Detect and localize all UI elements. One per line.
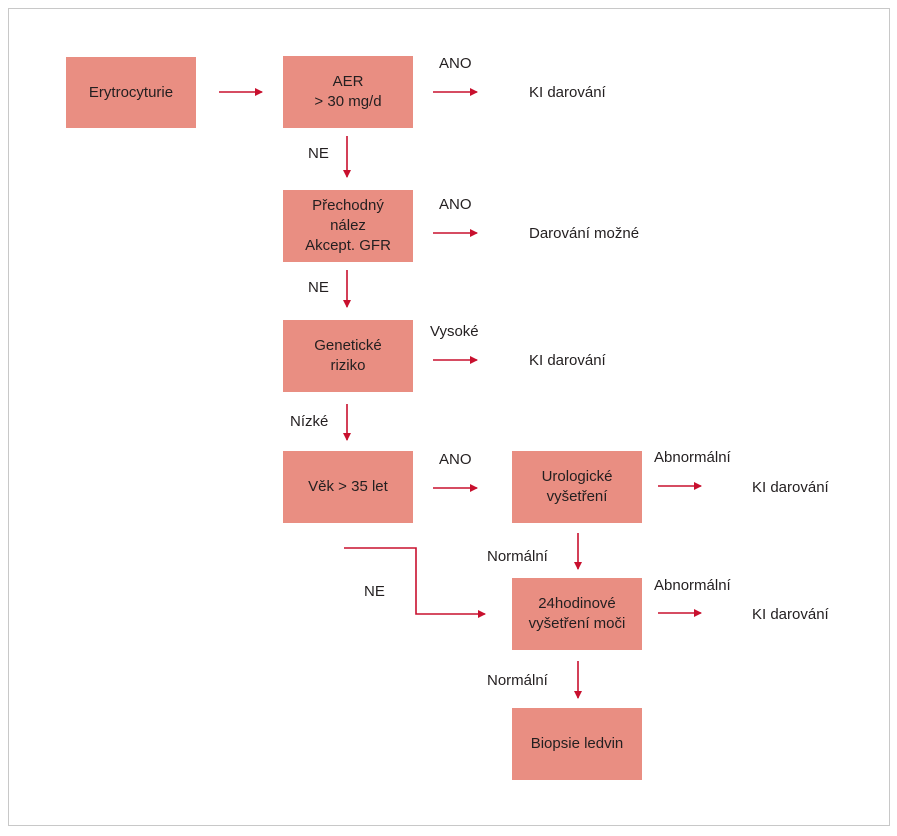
edge-label-ne: NE — [308, 145, 329, 162]
edge-label-normalni: Normální — [487, 548, 548, 565]
edge-label-ne: NE — [364, 583, 385, 600]
node-biopsie-ledvin: Biopsie ledvin — [512, 708, 642, 780]
edge-label-ano: ANO — [439, 451, 472, 468]
node-aer: AER > 30 mg/d — [283, 56, 413, 128]
outcome-kl-darovani: KI darování — [529, 352, 606, 369]
node-prechodny-nalez: Přechodný nález Akcept. GFR — [283, 190, 413, 262]
outcome-kl-darovani: KI darování — [529, 84, 606, 101]
edge-label-abnormalni: Abnormální — [654, 449, 731, 466]
node-geneticke-riziko: Genetické riziko — [283, 320, 413, 392]
edge-label-vysoke: Vysoké — [430, 323, 479, 340]
diagram-frame — [8, 8, 890, 826]
outcome-darovani-mozne: Darování možné — [529, 225, 640, 242]
node-vek: Věk > 35 let — [283, 451, 413, 523]
edge-label-nizke: Nízké — [290, 413, 329, 430]
edge-label-normalni: Normální — [487, 672, 548, 689]
edge-label-ano: ANO — [439, 196, 472, 213]
edge-label-ano: ANO — [439, 55, 472, 72]
node-erytrocyturie: Erytrocyturie — [66, 57, 196, 128]
arrow-vek-hodinove — [344, 547, 486, 618]
outcome-kl-darovani: KI darování — [752, 606, 829, 623]
node-24hodinove-vysetreni: 24hodinové vyšetření moči — [512, 578, 642, 650]
edge-label-abnormalni: Abnormální — [654, 577, 731, 594]
outcome-kl-darovani: KI darování — [752, 479, 829, 496]
edge-label-ne: NE — [308, 279, 329, 296]
node-urologicke-vysetreni: Urologické vyšetření — [512, 451, 642, 523]
